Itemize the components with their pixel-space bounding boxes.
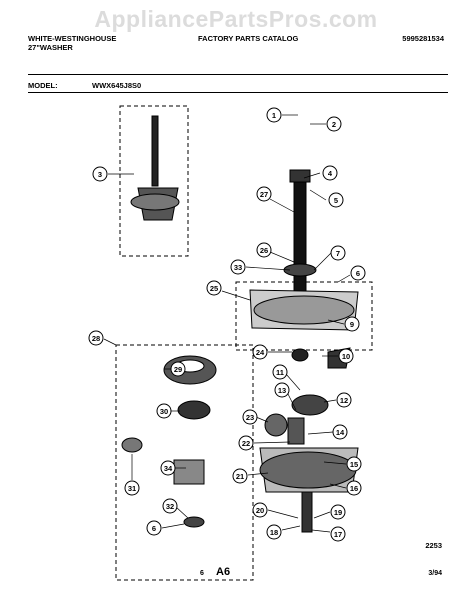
- callout-number: 12: [340, 396, 348, 405]
- callout-number: 32: [166, 502, 174, 511]
- callout-22: 22: [238, 435, 254, 451]
- callout-23: 23: [242, 409, 258, 425]
- callout-number: 22: [242, 439, 250, 448]
- callout-2: 2: [326, 116, 342, 132]
- catalog-title: FACTORY PARTS CATALOG: [198, 34, 299, 43]
- callout-number: 30: [160, 407, 168, 416]
- page-number: 6: [200, 570, 204, 577]
- section-code: A6: [216, 566, 231, 578]
- callout-32: 32: [162, 498, 178, 514]
- callout-10: 10: [338, 348, 354, 364]
- callout-1: 1: [266, 107, 282, 123]
- callout-number: 26: [260, 246, 268, 255]
- callout-34: 34: [160, 460, 176, 476]
- callout-number: 23: [246, 413, 254, 422]
- callout-number: 33: [234, 263, 242, 272]
- part-32-drawing: [183, 516, 205, 528]
- callout-number: 2: [332, 120, 336, 129]
- callout-number: 9: [350, 320, 354, 329]
- callout-26: 26: [256, 242, 272, 258]
- callout-25: 25: [206, 280, 222, 296]
- callout-28: 28: [88, 330, 104, 346]
- inset-box-part-25: [235, 281, 373, 351]
- callout-number: 18: [270, 528, 278, 537]
- callout-5: 5: [328, 192, 344, 208]
- callout-number: 19: [334, 508, 342, 517]
- callout-12: 12: [336, 392, 352, 408]
- callout-24: 24: [252, 344, 268, 360]
- callout-number: 24: [256, 348, 265, 357]
- callout-30: 30: [156, 403, 172, 419]
- parts-catalog-page: WHITE-WESTINGHOUSE 27"WASHER FACTORY PAR…: [28, 30, 448, 590]
- callout-9: 9: [344, 316, 360, 332]
- callout-4: 4: [322, 165, 338, 181]
- callout-18: 18: [266, 524, 282, 540]
- callout-number: 29: [174, 365, 182, 374]
- callout-27: 27: [256, 186, 272, 202]
- callout-13: 13: [274, 382, 290, 398]
- brand-name: WHITE-WESTINGHOUSE: [28, 34, 117, 43]
- callout-number: 17: [334, 530, 342, 539]
- agitator-shaft-drawing: [151, 115, 159, 187]
- callout-33: 33: [230, 259, 246, 275]
- callout-number: 4: [328, 169, 333, 178]
- callout-17: 17: [330, 526, 346, 542]
- callout-15: 15: [346, 456, 362, 472]
- callout-29: 29: [170, 361, 186, 377]
- revision-date: 3/94: [428, 570, 442, 577]
- callout-31: 31: [124, 480, 140, 496]
- callout-number: 6: [152, 524, 156, 533]
- callout-number: 25: [210, 284, 218, 293]
- callout-11: 11: [272, 364, 288, 380]
- catalog-number: 5995281534: [402, 34, 444, 43]
- callout-number: 11: [276, 368, 284, 377]
- watermark-text: AppliancePartsPros.com: [94, 6, 378, 32]
- product-type: 27"WASHER: [28, 43, 73, 52]
- callout-number: 16: [350, 484, 358, 493]
- callout-number: 1: [272, 111, 276, 120]
- callout-6: 6: [350, 265, 366, 281]
- callout-number: 34: [164, 464, 173, 473]
- diagram-code: 2253: [425, 541, 442, 550]
- callout-number: 13: [278, 386, 286, 395]
- callout-number: 20: [256, 506, 264, 515]
- inset-box-part-3: [119, 105, 189, 257]
- callout-19: 19: [330, 504, 346, 520]
- callout-14: 14: [332, 424, 348, 440]
- callout-number: 15: [350, 460, 358, 469]
- callout-number: 14: [336, 428, 345, 437]
- callout-3: 3: [92, 166, 108, 182]
- callout-7: 7: [330, 245, 346, 261]
- callout-number: 3: [98, 170, 102, 179]
- header-divider-top: [28, 74, 448, 75]
- model-number: WWX645J8S0: [92, 81, 142, 90]
- callout-number: 28: [92, 334, 100, 343]
- callout-6: 6: [146, 520, 162, 536]
- callout-number: 27: [260, 190, 268, 199]
- header-divider-bottom: [28, 92, 448, 93]
- callout-number: 10: [342, 352, 350, 361]
- callout-20: 20: [252, 502, 268, 518]
- callout-number: 7: [336, 249, 340, 258]
- callout-21: 21: [232, 468, 248, 484]
- part-31-drawing: [121, 437, 143, 453]
- part-34-drawing: [173, 459, 205, 485]
- gear-12-drawing: [291, 394, 329, 416]
- callout-16: 16: [346, 480, 362, 496]
- part-30-drawing: [177, 400, 211, 420]
- model-label: MODEL:: [28, 81, 58, 90]
- callout-number: 21: [236, 472, 244, 481]
- callout-number: 31: [128, 484, 136, 493]
- gear-23-drawing: [264, 413, 288, 437]
- inset-box-part-28: [115, 344, 254, 581]
- callout-number: 6: [356, 269, 360, 278]
- callout-number: 5: [334, 196, 338, 205]
